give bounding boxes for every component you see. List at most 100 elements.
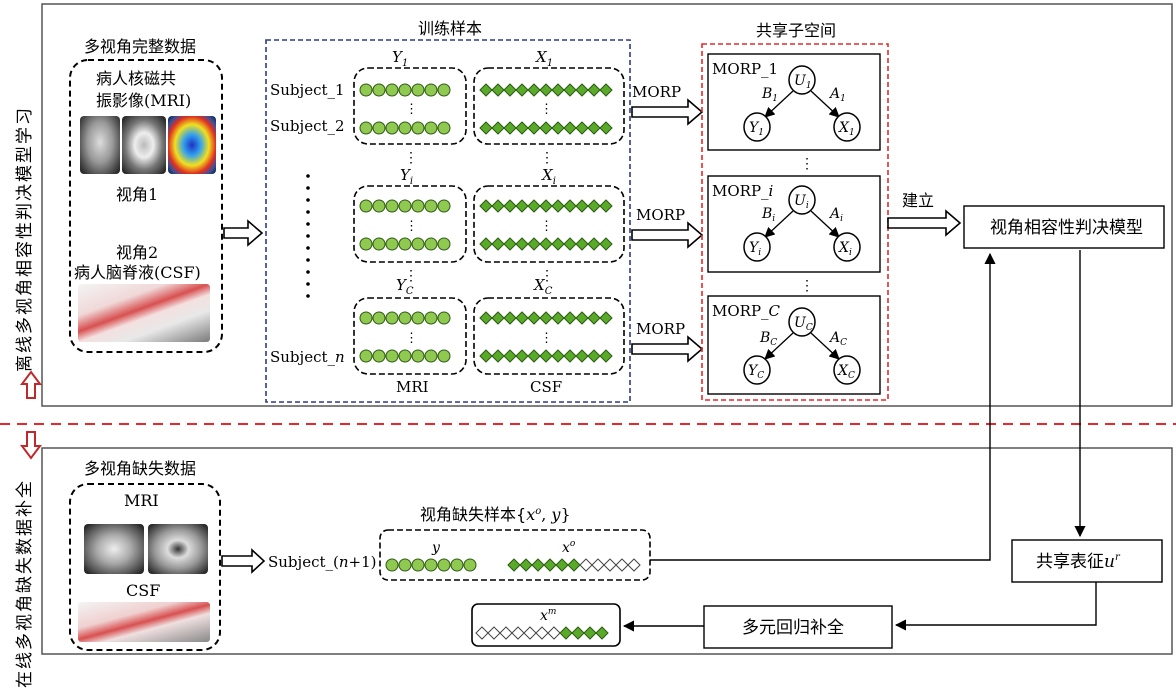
morp-arrow-2 (631, 221, 704, 249)
online-section-frame (41, 447, 1173, 655)
online-vertical-label: 在线多视角缺失数据补全 (15, 479, 35, 688)
mri-feature-row (359, 199, 451, 213)
csf-feature-row (479, 83, 613, 97)
csf-group-c (473, 297, 625, 375)
view1-label: 视角1 (116, 185, 158, 204)
ellipsis: ⋮ (404, 150, 418, 166)
edge-ac (810, 332, 840, 360)
b1-label: B1 (761, 86, 778, 104)
ellipsis: ⋮ (405, 102, 418, 117)
csf-group-1 (473, 67, 625, 145)
ellipsis: ⋮ (540, 268, 554, 284)
y-label-1: Y1 (392, 48, 408, 69)
morp-arrow-label-2: MORP (636, 206, 685, 224)
csf-image-offline (78, 284, 210, 342)
u1-node (788, 65, 816, 95)
y1-node (743, 112, 771, 142)
complete-data-title: 多视角完整数据 (84, 37, 196, 56)
morp-arrow-label-1: MORP (632, 83, 681, 101)
morp-c-name: MORP_C (712, 302, 781, 320)
ellipsis: ⋮ (405, 219, 418, 234)
complete-data-box (69, 59, 223, 353)
down-arrow-icon (20, 431, 42, 460)
morp-1-name: MORP_1 (712, 60, 778, 78)
csf-feature-row (479, 237, 613, 251)
repr-to-regression-line (894, 582, 1097, 631)
offline-section-frame (41, 3, 1173, 407)
shared-space-title: 共享子空间 (756, 21, 836, 40)
yc-node-label: YC (748, 363, 764, 381)
sample-to-model-line (650, 252, 996, 561)
csf-label-line: 病人脑脊液(CSF) (74, 263, 201, 282)
missing-csf-row (507, 558, 641, 572)
model-box (963, 205, 1165, 249)
brain-pet-image (168, 116, 216, 174)
up-arrow-icon (20, 370, 42, 399)
brain-axial-image (122, 116, 166, 174)
csf-group-i (473, 185, 625, 263)
brain-sagittal-image-2 (84, 524, 144, 574)
morp-arrow-label-3: MORP (636, 320, 685, 338)
xi-node (833, 232, 861, 262)
u1-node-label: U1 (794, 73, 812, 91)
yi-node-label: Yi (749, 240, 761, 258)
mri-feature-row (359, 311, 451, 325)
mri-feature-row (359, 237, 451, 251)
mri-group-c (353, 297, 467, 375)
build-arrow (887, 209, 962, 237)
x-label-1: X1 (535, 48, 553, 69)
ui-node (788, 185, 816, 215)
mri-group-i (353, 185, 467, 263)
x-label-c: XC (533, 276, 553, 297)
completed-label: xm (540, 607, 556, 624)
y1-node-label: Y1 (749, 120, 764, 138)
xi-node-label: Xi (838, 240, 852, 258)
build-label: 建立 (902, 191, 934, 210)
ac-label: AC (828, 330, 847, 348)
training-title: 训练样本 (418, 19, 482, 38)
csf-feature-row (479, 349, 613, 363)
yc-node (743, 355, 771, 385)
csf-feature-row (479, 199, 613, 213)
ellipsis: ⋮ (540, 102, 553, 117)
a1-label: A1 (828, 86, 846, 104)
subject-1-label: Subject_1 (270, 81, 345, 99)
edge-b1 (764, 90, 794, 118)
missing-to-subject-arrow (221, 548, 266, 574)
ellipsis: ⋮ (540, 331, 553, 346)
missing-csf-label: CSF (126, 581, 160, 600)
missing-mri-row (385, 558, 477, 572)
ui-node-label: Ui (794, 193, 809, 211)
view2-label: 视角2 (116, 243, 158, 262)
ellipsis: ⋮ (800, 278, 814, 294)
morp-i-name: MORP_i (712, 182, 774, 200)
mri-label-line1: 病人核磁共 (96, 69, 176, 88)
missing-x-label: xo (562, 539, 576, 556)
complete-to-training-arrow (223, 219, 264, 247)
subject-n-label: Subject_n (270, 348, 345, 366)
mri-feature-row (359, 83, 451, 97)
morp-arrow-3 (631, 335, 704, 363)
pipette-image-2 (78, 602, 210, 642)
uc-node-label: UC (794, 315, 813, 333)
csf-image-online (78, 602, 210, 642)
x-label-i: Xi (541, 166, 556, 187)
edge-bi (764, 210, 794, 238)
missing-mri-label: MRI (124, 491, 159, 510)
brain-sagittal-image (80, 116, 120, 174)
ellipsis: ⋮ (405, 331, 418, 346)
bc-label: BC (759, 330, 777, 348)
missing-data-title: 多视角缺失数据 (84, 459, 196, 478)
regression-label: 多元回归补全 (742, 618, 844, 638)
edge-a1 (810, 90, 840, 118)
mri-caption: MRI (396, 378, 429, 396)
x1-node (833, 112, 861, 142)
mri-images-online (82, 522, 210, 576)
xc-node (833, 355, 861, 385)
ellipsis: ⋮ (540, 150, 554, 166)
edge-bc (764, 332, 794, 360)
csf-feature-row (479, 311, 613, 325)
ellipsis: ⋮ (404, 268, 418, 284)
x1-node-label: X1 (838, 120, 855, 138)
